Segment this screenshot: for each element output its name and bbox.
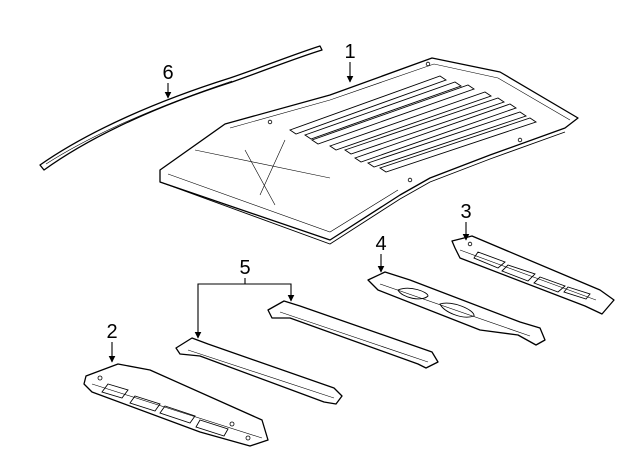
- part-1-roof-panel: [159, 57, 579, 245]
- part-4-roof-bow: [367, 271, 546, 346]
- callout-4: 4: [375, 233, 386, 255]
- callout-6: 6: [162, 62, 173, 84]
- leader-lines: [108, 62, 470, 363]
- callout-1: 1: [344, 41, 355, 63]
- part-3-rear-header: [451, 235, 615, 315]
- callout-5: 5: [239, 257, 250, 279]
- callout-3: 3: [460, 201, 471, 223]
- part-2-windshield-header: [83, 363, 269, 447]
- part-6-drip-molding: [39, 45, 323, 171]
- part-5-roof-bow-rear: [267, 300, 439, 369]
- part-5-roof-bow-front: [175, 337, 343, 405]
- callout-2: 2: [106, 321, 117, 343]
